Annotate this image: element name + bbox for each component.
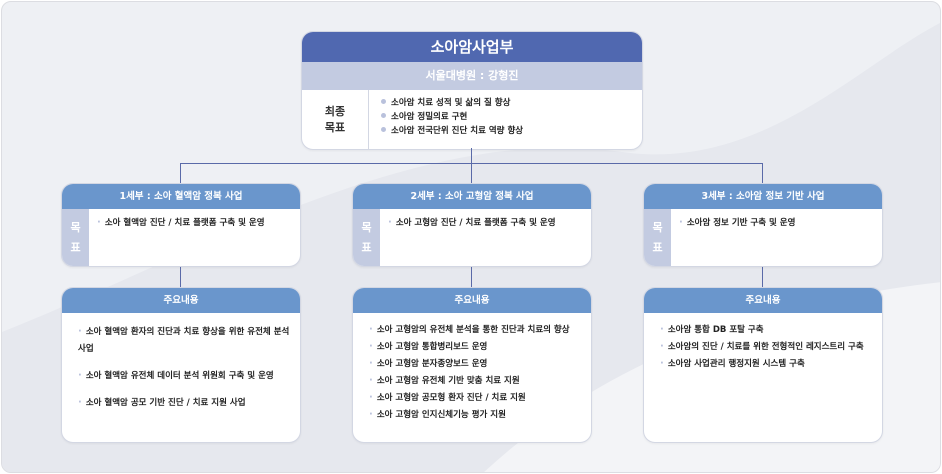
- content-item: 소아 고형암 분자종양보드 운영: [369, 357, 581, 371]
- connector: [180, 265, 181, 287]
- content-item: 소아 고형암 공모형 환자 진단 / 치료 지원: [369, 391, 581, 405]
- connector: [762, 265, 763, 287]
- content-item: 소아 혈액암 유전체 데이터 분석 위원회 구축 및 운영: [78, 367, 290, 385]
- connector: [180, 163, 181, 183]
- content-title: 주요내용: [62, 288, 300, 313]
- project-title: 1세부 : 소아 혈액암 정복 사업: [62, 184, 300, 209]
- connector: [471, 265, 472, 287]
- goal-item: 소아암 정보 기반 구축 및 운영: [679, 217, 796, 229]
- goal-item: 소아 고형암 진단 / 치료 플랫폼 구축 및 운영: [388, 217, 556, 229]
- content-title: 주요내용: [353, 288, 591, 313]
- project-goal-card: 2세부 : 소아 고형암 정복 사업 목표 소아 고형암 진단 / 치료 플랫폼…: [352, 183, 592, 267]
- content-item: 소아 고형암의 유전체 분석을 통한 진단과 치료의 향상: [369, 323, 581, 337]
- content-item: 소아 고형암 인지신체기능 평가 지원: [369, 408, 581, 422]
- project-content-card: 주요내용 소아암 통합 DB 포탈 구축소아암의 진단 / 치료를 위한 전형적…: [643, 287, 883, 443]
- content-item: 소아 혈액암 환자의 진단과 치료 향상을 위한 유전체 분석 사업: [78, 323, 290, 358]
- content-title: 주요내용: [644, 288, 882, 313]
- department-title: 소아암사업부: [302, 32, 642, 62]
- content-item: 소아암 사업관리 행정지원 시스템 구축: [660, 357, 872, 371]
- final-goal-item: 소아암 정밀의료 구현: [381, 110, 523, 124]
- content-item: 소아 고형암 유전체 기반 맞춤 치료 지원: [369, 374, 581, 388]
- connector: [471, 163, 472, 183]
- project-content-card: 주요내용 소아 혈액암 환자의 진단과 치료 향상을 위한 유전체 분석 사업소…: [61, 287, 301, 443]
- connector: [762, 163, 763, 183]
- final-goal-item: 소아암 전국단위 진단 치료 역량 향상: [381, 124, 523, 138]
- connector: [471, 148, 472, 163]
- project-goal-card: 3세부 : 소아암 정보 기반 사업 목표 소아암 정보 기반 구축 및 운영: [643, 183, 883, 267]
- content-item: 소아암의 진단 / 치료를 위한 전형적인 레지스트리 구축: [660, 340, 872, 354]
- final-goal-item: 소아암 치료 성적 및 삶의 질 향상: [381, 96, 523, 110]
- project-goal-card: 1세부 : 소아 혈액암 정복 사업 목표 소아 혈액암 진단 / 치료 플랫폼…: [61, 183, 301, 267]
- content-item: 소아 고형암 통합병리보드 운영: [369, 340, 581, 354]
- content-item: 소아 혈액암 공모 기반 진단 / 치료 지원 사업: [78, 394, 290, 412]
- project-title: 2세부 : 소아 고형암 정복 사업: [353, 184, 591, 209]
- goal-item: 소아 혈액암 진단 / 치료 플랫폼 구축 및 운영: [97, 217, 265, 229]
- project-title: 3세부 : 소아암 정보 기반 사업: [644, 184, 882, 209]
- content-item: 소아암 통합 DB 포탈 구축: [660, 323, 872, 337]
- department-lead: 서울대병원 : 강형진: [302, 62, 642, 90]
